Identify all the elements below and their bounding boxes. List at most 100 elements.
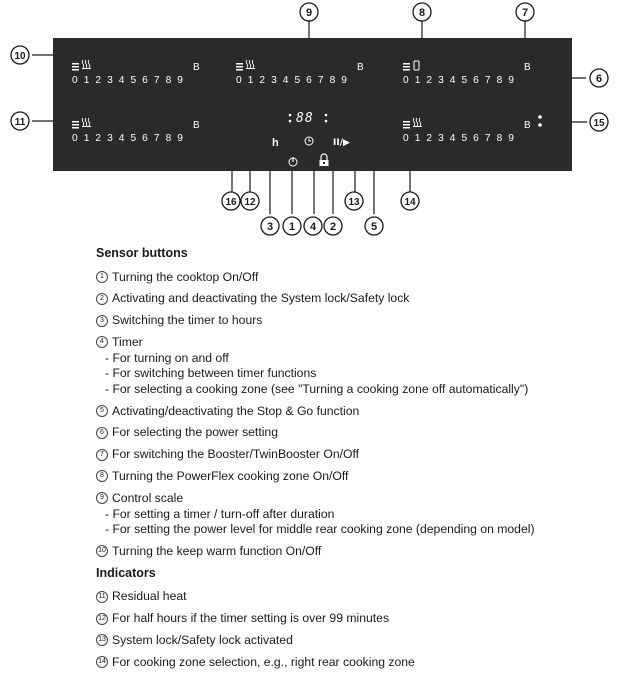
leader-line — [330, 169, 356, 192]
callout-label: 14 — [404, 197, 416, 208]
callout-label: 2 — [330, 221, 336, 233]
sensor-item: 4 Timer- For turning on and off- For swit… — [96, 335, 616, 396]
power-icon[interactable] — [288, 157, 298, 167]
callout-13: 13 — [344, 191, 364, 211]
residual-heat-icon — [412, 117, 422, 127]
item-number: 11 — [96, 590, 108, 603]
callout-5: 5 — [364, 216, 384, 236]
booster-button[interactable]: B — [193, 62, 200, 73]
cooktop-control-diagram: B 0 1 2 3 4 5 6 7 8 9 B 0 1 2 3 4 5 6 7 8 9… — [10, 2, 609, 236]
stop-and-go-button[interactable]: II/▶ — [333, 138, 350, 148]
callout-label: 1 — [289, 221, 295, 233]
hours-button[interactable]: h — [272, 137, 279, 149]
zone-middle-rear: B 0 1 2 3 4 5 6 7 8 9 — [236, 59, 364, 86]
item-text: For cooking zone selection, e.g., right … — [112, 655, 415, 670]
callout-16: 16 — [221, 191, 241, 211]
item-number: 7 — [96, 448, 108, 461]
power-scale[interactable]: 0 1 2 3 4 5 6 7 8 9 — [72, 75, 185, 86]
power-scale[interactable]: 0 1 2 3 4 5 6 7 8 9 — [403, 75, 516, 86]
callout-label: 8 — [419, 7, 425, 19]
power-scale[interactable]: 0 1 2 3 4 5 6 7 8 9 — [403, 133, 516, 144]
half-hour-dot — [324, 119, 328, 123]
lock-icon[interactable] — [319, 153, 329, 166]
timer-display: 88 — [288, 111, 328, 126]
indicator-item: 12 For half hours if the timer setting is… — [96, 611, 616, 626]
item-subtext: - For switching between timer functions — [105, 366, 317, 381]
item-text: For switching the Booster/TwinBooster On… — [112, 447, 360, 462]
keep-warm-icon[interactable] — [236, 63, 243, 71]
item-number: 4 — [96, 336, 108, 349]
item-text: Turning the cooktop On/Off — [112, 269, 259, 284]
callout-label: 6 — [596, 73, 602, 85]
callout-label: 12 — [244, 197, 256, 208]
callout-15: 15 — [589, 112, 609, 132]
zone-selection-dot — [324, 113, 328, 117]
callout-14: 14 — [400, 191, 420, 211]
item-text: Switching the timer to hours — [112, 313, 263, 328]
callout-10: 10 — [10, 45, 30, 65]
callout-label: 10 — [14, 51, 26, 62]
sensor-item: 7 For switching the Booster/TwinBooster O… — [96, 447, 616, 462]
item-number: 8 — [96, 470, 108, 483]
item-text: Turning the PowerFlex cooking zone On/Of… — [112, 469, 349, 484]
power-scale[interactable]: 0 1 2 3 4 5 6 7 8 9 — [236, 75, 349, 86]
callout-3: 3 — [260, 216, 280, 236]
booster-button[interactable]: B — [524, 62, 531, 73]
timer-clock-icon[interactable] — [304, 136, 314, 146]
item-number: 9 — [96, 492, 108, 505]
callout-2: 2 — [323, 216, 343, 236]
keep-warm-icon[interactable] — [403, 121, 410, 129]
item-subtext: - For turning on and off — [105, 350, 229, 365]
booster-button[interactable]: B — [357, 62, 364, 73]
control-panel — [53, 38, 572, 171]
indicators-heading: Indicators — [96, 565, 156, 580]
item-number: 13 — [96, 634, 108, 647]
keep-warm-icon[interactable] — [403, 63, 410, 71]
callout-label: 5 — [371, 221, 377, 233]
callout-label: 4 — [310, 221, 317, 233]
callout-label: 3 — [267, 221, 273, 233]
sensor-item: 3 Switching the timer to hours — [96, 313, 616, 328]
powerflex-icon[interactable] — [413, 60, 420, 71]
item-number: 5 — [96, 404, 108, 417]
item-text: Timer — [112, 335, 143, 350]
power-scale[interactable]: 0 1 2 3 4 5 6 7 8 9 — [72, 133, 185, 144]
callout-label: 9 — [306, 7, 312, 19]
item-text: Residual heat — [112, 589, 187, 604]
sensor-item: 8 Turning the PowerFlex cooking zone On/O… — [96, 469, 616, 484]
keep-warm-icon[interactable] — [72, 63, 79, 71]
callout-11: 11 — [10, 111, 30, 131]
booster-button[interactable]: B — [524, 120, 531, 131]
item-text: Activating/deactivating the Stop & Go fu… — [112, 403, 360, 418]
item-text: For selecting the power setting — [112, 425, 278, 440]
residual-heat-icon — [81, 117, 91, 127]
item-text: Control scale — [112, 491, 184, 506]
indicators-list: 11 Residual heat 12 For half hours if the t… — [96, 589, 616, 669]
item-number: 10 — [96, 545, 108, 558]
zone-right-rear: B 0 1 2 3 4 5 6 7 8 9 — [403, 60, 531, 86]
booster-button[interactable]: B — [193, 120, 200, 131]
callout-label: 7 — [522, 7, 528, 19]
keep-warm-icon[interactable] — [72, 121, 79, 129]
callout-label: 15 — [593, 118, 605, 129]
callout-1: 1 — [282, 216, 302, 236]
right-zone-select-dot — [538, 123, 542, 127]
item-text: Turning the keep warm function On/Off — [112, 544, 322, 559]
item-number: 2 — [96, 292, 108, 305]
callout-4: 4 — [303, 216, 323, 236]
zone-left-rear: B 0 1 2 3 4 5 6 7 8 9 — [72, 117, 200, 144]
item-number: 3 — [96, 314, 108, 327]
callout-label: 16 — [225, 197, 237, 208]
item-number: 1 — [96, 270, 108, 283]
callout-9: 9 — [299, 2, 319, 22]
item-number: 12 — [96, 612, 108, 625]
timer-digits: 88 — [296, 111, 314, 126]
zone-right-front: B 0 1 2 3 4 5 6 7 8 9 — [403, 117, 531, 144]
item-text: For half hours if the timer setting is o… — [112, 611, 390, 626]
